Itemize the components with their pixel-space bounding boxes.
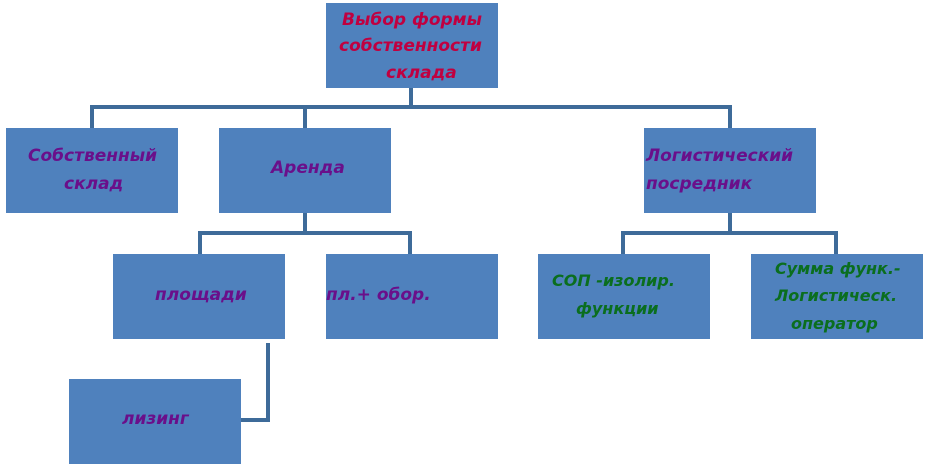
- node-root-line-1: Выбор формы: [342, 10, 482, 30]
- node-own-warehouse-line-1: Собственный: [28, 146, 158, 166]
- node-leasing-line-1: лизинг: [122, 409, 189, 429]
- node-root: Выбор формы собственности склада: [326, 3, 498, 88]
- node-sum-functions-line-1: Сумма функ.-: [775, 259, 901, 278]
- node-sop-line-1: СОП -изолир.: [552, 271, 675, 290]
- node-logistics-intermediary: Логистический посредник: [644, 128, 816, 213]
- node-own-warehouse-line-2: склад: [64, 174, 124, 194]
- node-rent-line-1: Аренда: [271, 158, 345, 178]
- node-own-warehouse: Собственный склад: [6, 128, 178, 213]
- node-areas-line-1: площади: [155, 285, 247, 305]
- node-logistics-line-1: Логистический: [646, 146, 794, 166]
- node-sop-line-2: функции: [576, 299, 659, 318]
- node-sum-functions-line-3: оператор: [791, 314, 878, 333]
- node-root-line-2: собственности: [339, 36, 482, 56]
- connector-areas-to-leasing: [240, 343, 270, 422]
- node-areas-equipment-line-1: пл.+ обор.: [326, 285, 431, 305]
- node-sum-functions: Сумма функ.- Логистическ. оператор: [751, 254, 923, 339]
- node-areas-equipment: пл.+ обор.: [326, 254, 498, 339]
- node-areas: площади: [113, 254, 285, 339]
- node-sum-functions-line-2: Логистическ.: [775, 286, 898, 305]
- node-rent: Аренда: [219, 128, 391, 213]
- node-sop: СОП -изолир. функции: [538, 254, 710, 339]
- node-leasing: лизинг: [69, 379, 241, 464]
- node-logistics-line-2: посредник: [646, 174, 753, 194]
- node-root-line-3: склада: [386, 63, 457, 83]
